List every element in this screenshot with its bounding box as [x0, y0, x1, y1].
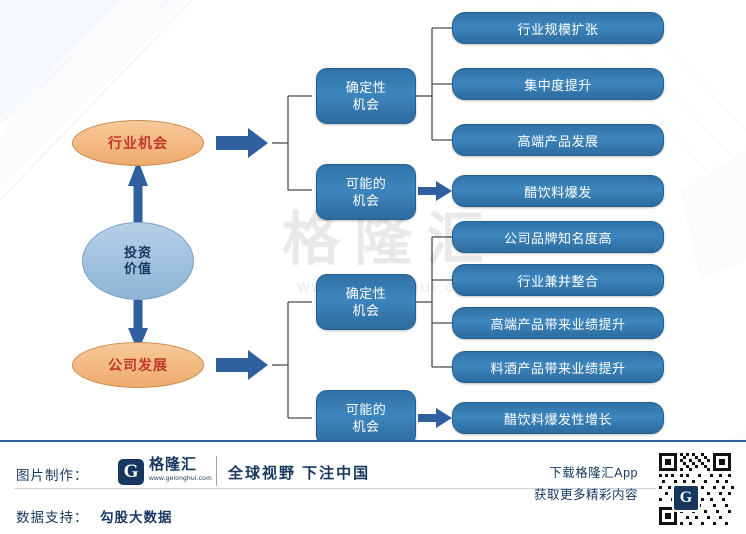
footer-made-by-label: 图片制作： [16, 468, 89, 483]
leaf-label: 醋饮料爆发 [524, 184, 592, 200]
leaf-company-certain-1[interactable]: 公司品牌知名度高 [452, 221, 664, 253]
leaf-industry-certain-2[interactable]: 集中度提升 [452, 68, 664, 100]
node-company-certain-opportunity[interactable]: 确定性 机会 [316, 274, 416, 330]
arrow-down-icon [128, 328, 148, 352]
node-industry-certain-line2: 机会 [352, 97, 380, 112]
footer-app-line2: 获取更多精彩内容 [533, 488, 638, 502]
node-company-certain-line2: 机会 [352, 303, 380, 318]
leaf-company-certain-2[interactable]: 行业兼并整合 [452, 264, 664, 296]
node-root-line1: 投资 [123, 245, 152, 260]
footer-data-by-label: 数据支持： [16, 510, 89, 525]
leaf-label: 料酒产品带来业绩提升 [490, 360, 626, 376]
node-root-investment-value[interactable]: 投资 价值 [82, 222, 194, 300]
diagram-canvas: 投资 价值 行业机会 公司发展 确定性 机会 可能的 机会 确定性 机会 可能的 [72, 12, 664, 446]
arrow-up-icon [128, 160, 148, 186]
footer-app-line1: 下载格隆汇App [549, 466, 638, 480]
leaf-label: 高端产品带来业绩提升 [490, 316, 626, 332]
node-company-possible-opportunity[interactable]: 可能的 机会 [316, 390, 416, 446]
node-industry-certain-line1: 确定性 [345, 80, 387, 95]
node-industry-opportunity-label: 行业机会 [108, 135, 168, 151]
node-root-line2: 价值 [123, 261, 152, 276]
footer-app-promo: 下载格隆汇App 获取更多精彩内容 [534, 462, 638, 506]
leaf-industry-certain-3[interactable]: 高端产品发展 [452, 124, 664, 156]
leaf-company-possible-1[interactable]: 醋饮料爆发性增长 [452, 402, 664, 434]
arrow-industry-possible-icon [418, 181, 452, 201]
logo-text-cn: 格隆汇 [149, 456, 198, 473]
qr-code[interactable]: G [656, 450, 734, 528]
arrow-right-industry-icon [216, 128, 268, 158]
qr-logo-badge-icon: G [672, 484, 700, 512]
node-company-possible-line1: 可能的 [345, 402, 387, 417]
node-company-development[interactable]: 公司发展 [72, 342, 204, 388]
node-industry-possible-opportunity[interactable]: 可能的 机会 [316, 164, 416, 220]
leaf-label: 醋饮料爆发性增长 [503, 411, 612, 427]
leaf-label: 行业规模扩张 [517, 21, 599, 37]
footer-data-by-value: 勾股大数据 [100, 510, 173, 525]
diagram-connectors-icon [128, 27, 452, 428]
node-company-possible-line2: 机会 [352, 419, 380, 434]
node-company-certain-line1: 确定性 [345, 286, 387, 301]
leaf-industry-certain-1[interactable]: 行业规模扩张 [452, 12, 664, 44]
node-industry-possible-line1: 可能的 [345, 176, 387, 191]
leaf-label: 行业兼并整合 [517, 273, 599, 289]
footer-logo: G 格隆汇 www.gelonghui.com [118, 456, 214, 486]
leaf-industry-possible-1[interactable]: 醋饮料爆发 [452, 175, 664, 207]
arrow-company-possible-icon [418, 408, 452, 428]
node-industry-certain-opportunity[interactable]: 确定性 机会 [316, 68, 416, 124]
footer-rule [14, 488, 732, 489]
logo-text-en: www.gelonghui.com [149, 475, 212, 482]
footer: 图片制作： G 格隆汇 www.gelonghui.com 全球视野 下注中国 … [0, 440, 746, 534]
leaf-label: 集中度提升 [524, 77, 592, 93]
leaf-label: 公司品牌知名度高 [503, 230, 612, 246]
node-industry-opportunity[interactable]: 行业机会 [72, 120, 204, 166]
node-industry-possible-line2: 机会 [352, 193, 380, 208]
leaf-company-certain-4[interactable]: 料酒产品带来业绩提升 [452, 351, 664, 383]
leaf-company-certain-3[interactable]: 高端产品带来业绩提升 [452, 307, 664, 339]
footer-slogan: 全球视野 下注中国 [228, 465, 371, 482]
leaf-label: 高端产品发展 [517, 133, 599, 149]
footer-divider [216, 456, 217, 486]
logo-mark-icon: G [118, 459, 144, 485]
arrow-right-company-icon [216, 350, 268, 380]
node-company-development-label: 公司发展 [108, 357, 168, 373]
